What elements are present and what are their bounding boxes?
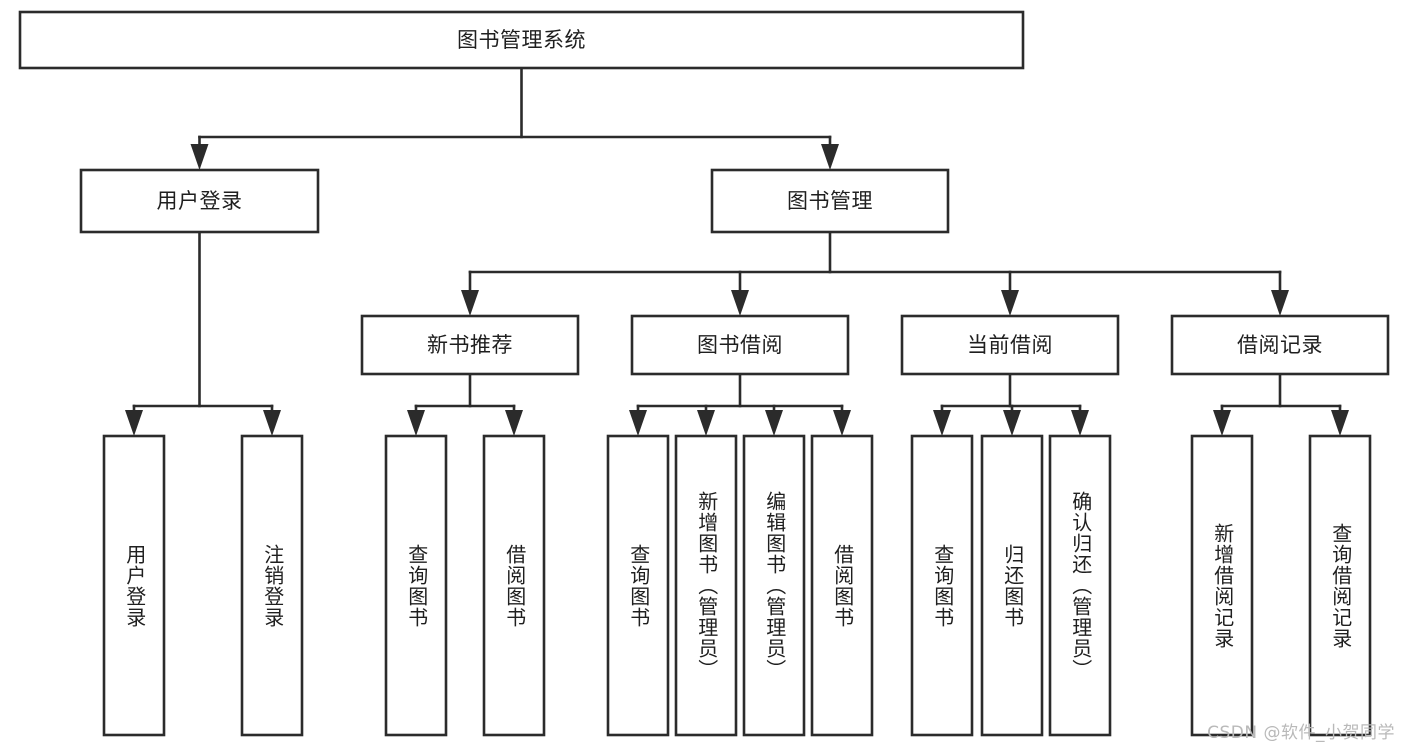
node-label-l2-2: 当前借阅 bbox=[967, 333, 1053, 357]
node-box-l2-1[interactable] bbox=[630, 314, 850, 376]
arrow-head-lf-6 bbox=[765, 410, 783, 436]
arrow-head-lf-4 bbox=[629, 410, 647, 436]
node-box-lf-7[interactable] bbox=[810, 434, 874, 737]
node-lf-9[interactable] bbox=[980, 434, 1044, 737]
node-box-l1-1[interactable] bbox=[710, 168, 950, 234]
node-l1-0[interactable]: 用户登录 bbox=[79, 168, 320, 234]
node-lf-7[interactable] bbox=[810, 434, 874, 737]
node-l1-1[interactable]: 图书管理 bbox=[710, 168, 950, 234]
node-lf-6[interactable] bbox=[742, 434, 806, 737]
node-box-l2-0[interactable] bbox=[360, 314, 580, 376]
node-box-lf-5[interactable] bbox=[674, 434, 738, 737]
node-label-l2-0: 新书推荐 bbox=[427, 333, 513, 357]
arrow-head-l2-3 bbox=[1271, 290, 1289, 316]
node-lf-12[interactable] bbox=[1308, 434, 1372, 737]
arrow-head-lf-3 bbox=[505, 410, 523, 436]
arrow-head-l1-1 bbox=[821, 144, 839, 170]
arrow-head-lf-0 bbox=[125, 410, 143, 436]
arrow-head-lf-5 bbox=[697, 410, 715, 436]
node-box-lf-11[interactable] bbox=[1190, 434, 1254, 737]
node-box-root[interactable] bbox=[18, 10, 1025, 70]
arrow-head-l2-0 bbox=[461, 290, 479, 316]
node-box-lf-1[interactable] bbox=[240, 434, 304, 737]
arrow-head-lf-12 bbox=[1331, 410, 1349, 436]
node-l2-2[interactable]: 当前借阅 bbox=[900, 314, 1120, 376]
node-box-lf-8[interactable] bbox=[910, 434, 974, 737]
node-lf-0[interactable] bbox=[102, 434, 166, 737]
node-box-l2-2[interactable] bbox=[900, 314, 1120, 376]
node-box-lf-2[interactable] bbox=[384, 434, 448, 737]
node-box-lf-10[interactable] bbox=[1048, 434, 1112, 737]
arrow-head-lf-10 bbox=[1071, 410, 1089, 436]
node-lf-10[interactable] bbox=[1048, 434, 1112, 737]
arrow-head-l2-1 bbox=[731, 290, 749, 316]
node-box-lf-0[interactable] bbox=[102, 434, 166, 737]
node-lf-2[interactable] bbox=[384, 434, 448, 737]
node-label-l1-1: 图书管理 bbox=[787, 189, 873, 213]
node-lf-3[interactable] bbox=[482, 434, 546, 737]
arrow-head-lf-9 bbox=[1003, 410, 1021, 436]
arrow-head-lf-11 bbox=[1213, 410, 1231, 436]
node-lf-8[interactable] bbox=[910, 434, 974, 737]
arrow-head-l1-0 bbox=[190, 144, 209, 170]
arrow-head-lf-8 bbox=[933, 410, 951, 436]
node-lf-1[interactable] bbox=[240, 434, 304, 737]
node-l2-3[interactable]: 借阅记录 bbox=[1170, 314, 1390, 376]
node-label-l2-1: 图书借阅 bbox=[697, 333, 783, 357]
node-box-lf-3[interactable] bbox=[482, 434, 546, 737]
node-l2-1[interactable]: 图书借阅 bbox=[630, 314, 850, 376]
node-box-lf-6[interactable] bbox=[742, 434, 806, 737]
arrow-head-lf-1 bbox=[263, 410, 281, 436]
node-box-lf-12[interactable] bbox=[1308, 434, 1372, 737]
node-l2-0[interactable]: 新书推荐 bbox=[360, 314, 580, 376]
connector-layer bbox=[125, 66, 1349, 436]
node-label-l2-3: 借阅记录 bbox=[1237, 333, 1323, 357]
node-lf-4[interactable] bbox=[606, 434, 670, 737]
node-label-l1-0: 用户登录 bbox=[157, 189, 243, 213]
node-lf-11[interactable] bbox=[1190, 434, 1254, 737]
node-box-l1-0[interactable] bbox=[79, 168, 320, 234]
node-box-l2-3[interactable] bbox=[1170, 314, 1390, 376]
arrow-head-lf-2 bbox=[407, 410, 425, 436]
arrow-head-lf-7 bbox=[833, 410, 851, 436]
node-box-lf-4[interactable] bbox=[606, 434, 670, 737]
arrow-head-l2-2 bbox=[1001, 290, 1019, 316]
node-box-lf-9[interactable] bbox=[980, 434, 1044, 737]
node-root[interactable]: 图书管理系统 bbox=[18, 10, 1025, 70]
node-lf-5[interactable] bbox=[674, 434, 738, 737]
node-label-root: 图书管理系统 bbox=[457, 28, 586, 52]
watermark: CSDN @软件_小贺同学 bbox=[1207, 723, 1395, 743]
